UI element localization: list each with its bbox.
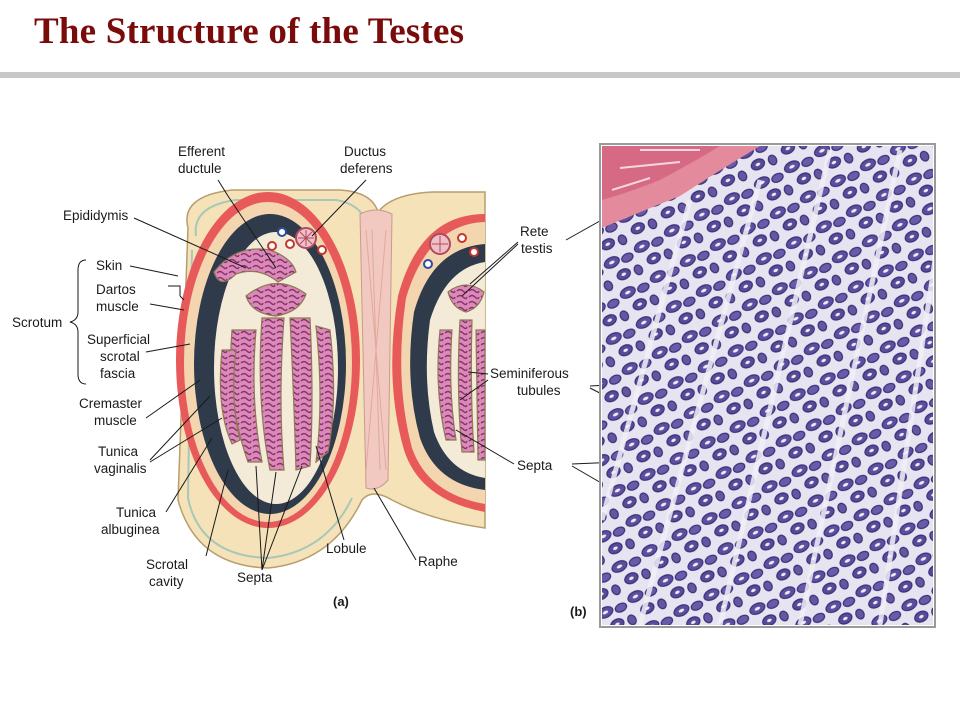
label-tunica-vaginalis-1: Tunica [98, 444, 139, 459]
label-tunica-albuginea-1: Tunica [116, 505, 157, 520]
label-tunica-vaginalis-2: vaginalis [94, 461, 147, 476]
label-septa-b: Septa [517, 458, 553, 473]
panel-label-a: (a) [333, 594, 349, 609]
label-scrotal-cavity-1: Scrotal [146, 557, 188, 572]
label-ductus-deferens-1: Ductus [344, 144, 386, 159]
label-lobule: Lobule [326, 541, 367, 556]
label-dartos-muscle-2: muscle [96, 299, 139, 314]
label-cremaster-muscle-2: muscle [94, 413, 137, 428]
label-cremaster-muscle-1: Cremaster [79, 396, 143, 411]
label-superficial-scrotal-fascia-1: Superficial [87, 332, 150, 347]
micrograph: (b) [570, 143, 936, 628]
label-efferent-ductule-2: ductule [178, 161, 222, 176]
label-tunica-albuginea-2: albuginea [101, 522, 160, 537]
label-rete-testis-1: Rete [520, 224, 549, 239]
center-labels: Rete testis Seminiferous tubules Septa [455, 175, 809, 567]
label-skin: Skin [96, 258, 122, 273]
label-rete-testis-2: testis [521, 241, 553, 256]
lobules-left [219, 317, 335, 471]
label-scrotum: Scrotum [12, 315, 62, 330]
label-seminiferous-tubules-1: Seminiferous [490, 366, 569, 381]
label-superficial-scrotal-fascia-3: fascia [100, 366, 136, 381]
page-title: The Structure of the Testes [34, 11, 465, 52]
label-septa-a: Septa [237, 570, 273, 585]
label-scrotal-cavity-2: cavity [149, 574, 184, 589]
testis-diagram [176, 189, 486, 569]
scrotum-brace [69, 259, 87, 385]
label-dartos-muscle-1: Dartos [96, 282, 136, 297]
label-raphe: Raphe [418, 554, 458, 569]
label-superficial-scrotal-fascia-2: scrotal [100, 349, 140, 364]
title-divider [0, 72, 960, 78]
label-efferent-ductule-1: Efferent [178, 144, 225, 159]
label-ductus-deferens-2: deferens [340, 161, 393, 176]
label-epididymis: Epididymis [63, 208, 129, 223]
diagram-labels: Efferent ductule Ductus deferens Epididy… [12, 144, 458, 609]
epididymis-left [213, 248, 297, 283]
label-seminiferous-tubules-2: tubules [517, 383, 561, 398]
panel-label-b: (b) [570, 604, 587, 619]
